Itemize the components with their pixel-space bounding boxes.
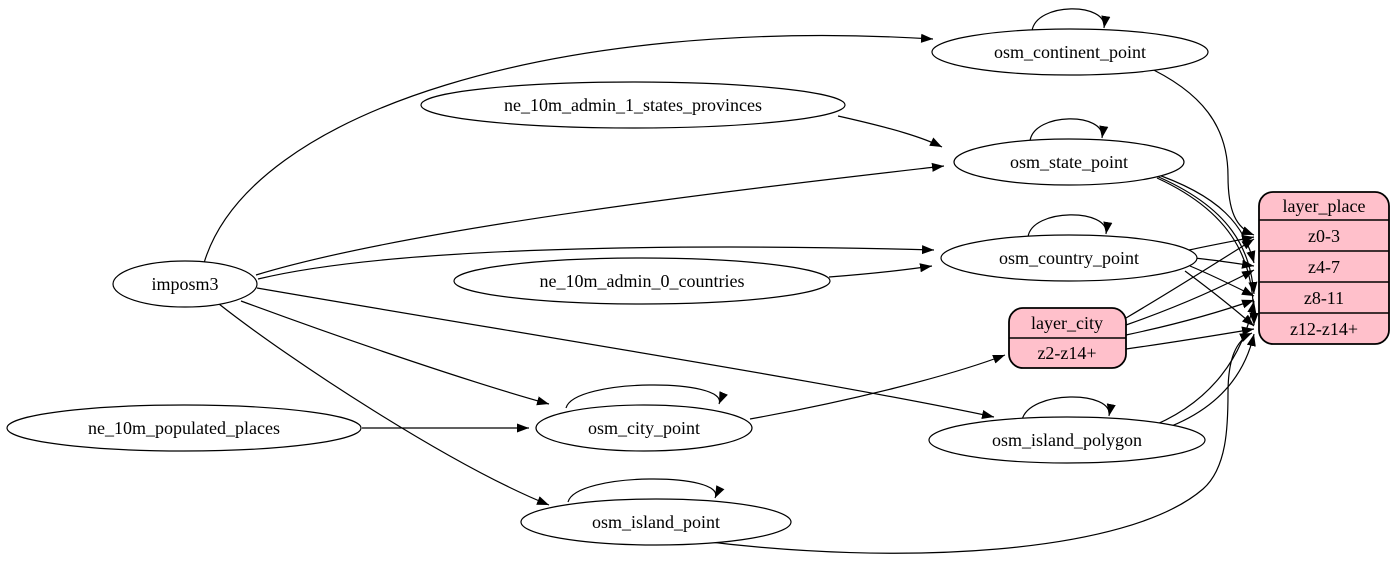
layer_city-row-z2-z14: z2-z14+ [1037, 343, 1096, 363]
layer_place-row-z4-7: z4-7 [1308, 257, 1340, 277]
imposm3-ellipse [112, 260, 258, 308]
layer_place-row-z12-z14: z12-z14+ [1290, 319, 1358, 339]
edge-self-osm_continent_point [1031, 8, 1111, 32]
edge-self-osm_island_polygon [1021, 396, 1116, 421]
osm_state_point-ellipse [953, 138, 1185, 186]
ne_10m_admin_1_states_provinces-label: ne_10m_admin_1_states_provinces [504, 95, 762, 115]
layer_place-row-z0-3: z0-3 [1308, 226, 1340, 246]
edge-osm_island_point-layer_place-z12-z14 [693, 332, 1253, 554]
edge-osm_state_point-layer_place-z8-11 [1153, 174, 1258, 295]
edge-self-osm_country_point [1027, 214, 1113, 238]
edge-ne_10m_admin_0_countries-osm_country_point [828, 263, 933, 278]
edge-layer_city-layer_place-z12-z14 [1125, 326, 1255, 350]
node-osm_island_polygon: osm_island_polygon [928, 416, 1206, 464]
edge-layer_city-layer_place-z8-11 [1125, 299, 1255, 336]
edge-imposm3-osm_continent_point [203, 33, 934, 264]
edge-self-osm_state_point [1029, 118, 1109, 142]
osm_city_point-label: osm_city_point [588, 418, 700, 438]
edge-layer_city-layer_place-z0-3 [1125, 238, 1255, 319]
record-layer_place: layer_place z0-3 z4-7 z8-11 z12-z14+ [1258, 191, 1390, 345]
edge-imposm3-osm_city_point [240, 300, 550, 406]
layer_place-title: layer_place [1283, 196, 1366, 216]
node-ne_10m_admin_1_states_provinces: ne_10m_admin_1_states_provinces [420, 81, 846, 129]
node-ne_10m_admin_0_countries: ne_10m_admin_0_countries [453, 257, 831, 305]
ne_10m_admin_0_countries-ellipse [453, 257, 831, 305]
layer_place-row-z8-11: z8-11 [1304, 288, 1344, 308]
ne_10m_admin_1_states_provinces-ellipse [420, 81, 846, 129]
node-ne_10m_populated_places: ne_10m_populated_places [6, 404, 362, 452]
edge-osm_country_point-layer_place-z4-7 [1193, 257, 1255, 269]
edge-osm_island_polygon-layer_place-z8-11 [1144, 300, 1257, 430]
node-osm_country_point: osm_country_point [940, 234, 1198, 282]
ne_10m_populated_places-ellipse [6, 404, 362, 452]
osm_continent_point-label: osm_continent_point [994, 42, 1146, 62]
layer_city-title: layer_city [1031, 313, 1103, 333]
osm_continent_point-ellipse [931, 28, 1209, 76]
osm_state_point-label: osm_state_point [1010, 152, 1128, 172]
osm_island_point-ellipse [520, 498, 792, 546]
osm_island_point-label: osm_island_point [592, 512, 720, 532]
node-osm_continent_point: osm_continent_point [931, 28, 1209, 76]
node-osm_state_point: osm_state_point [953, 138, 1185, 186]
layer_place-box [1258, 191, 1390, 345]
edge-imposm3-osm_country_point [257, 245, 935, 280]
osm_city_point-ellipse [535, 404, 753, 452]
edge-self-osm_island_point [567, 478, 725, 503]
edges-layer [203, 8, 1259, 554]
osm_island_polygon-ellipse [928, 416, 1206, 464]
edge-osm_country_point-layer_place-z8-11 [1189, 265, 1255, 297]
edge-self-osm_city_point [565, 384, 728, 409]
edge-osm_state_point-layer_place-z4-7 [1149, 171, 1256, 264]
node-osm_island_point: osm_island_point [520, 498, 792, 546]
node-osm_city_point: osm_city_point [535, 404, 753, 452]
edge-osm_country_point-layer_place-z0-3 [1188, 234, 1255, 251]
node-imposm3: imposm3 [112, 260, 258, 308]
edge-imposm3-osm_state_point [255, 162, 945, 276]
osm_country_point-ellipse [940, 234, 1198, 282]
record-layer_city: layer_city z2-z14+ [1008, 307, 1127, 369]
edge-ne_10m_admin_1_states_provinces-osm_state_point [837, 115, 943, 148]
edge-imposm3-osm_island_polygon [256, 287, 995, 419]
ne_10m_admin_0_countries-label: ne_10m_admin_0_countries [540, 271, 745, 291]
ne_10m_populated_places-label: ne_10m_populated_places [88, 418, 280, 438]
nodes-layer: imposm3 ne_10m_admin_1_states_provinces … [6, 28, 1390, 546]
edge-osm_continent_point-layer_place-z0-3 [1140, 63, 1255, 236]
edge-layer_city-layer_place-z4-7 [1125, 269, 1255, 326]
edge-imposm3-osm_island_point [218, 303, 550, 506]
osm_island_polygon-label: osm_island_polygon [992, 430, 1142, 450]
edge-osm_city_point-layer_city-z2-z14 [749, 354, 1006, 420]
osm_country_point-label: osm_country_point [999, 248, 1139, 268]
imposm3-label: imposm3 [151, 274, 218, 294]
